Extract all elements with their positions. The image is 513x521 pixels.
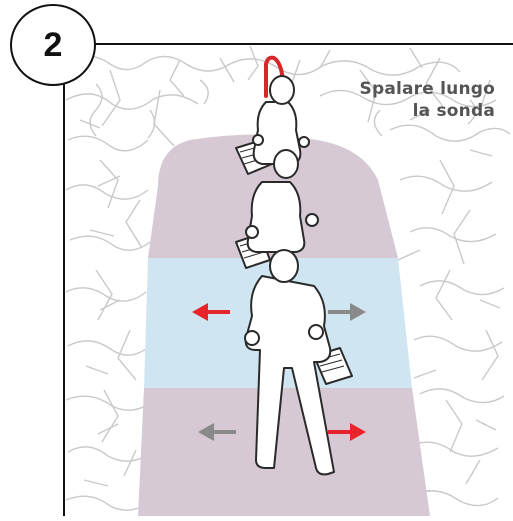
caption-line-1: Spalare lungo xyxy=(360,78,496,100)
trench-zone-bottom xyxy=(138,388,430,516)
caption: Spalare lungo la sonda xyxy=(360,78,496,122)
step-number: 2 xyxy=(44,26,63,65)
caption-line-2: la sonda xyxy=(360,100,496,122)
step-number-badge: 2 xyxy=(10,4,96,86)
